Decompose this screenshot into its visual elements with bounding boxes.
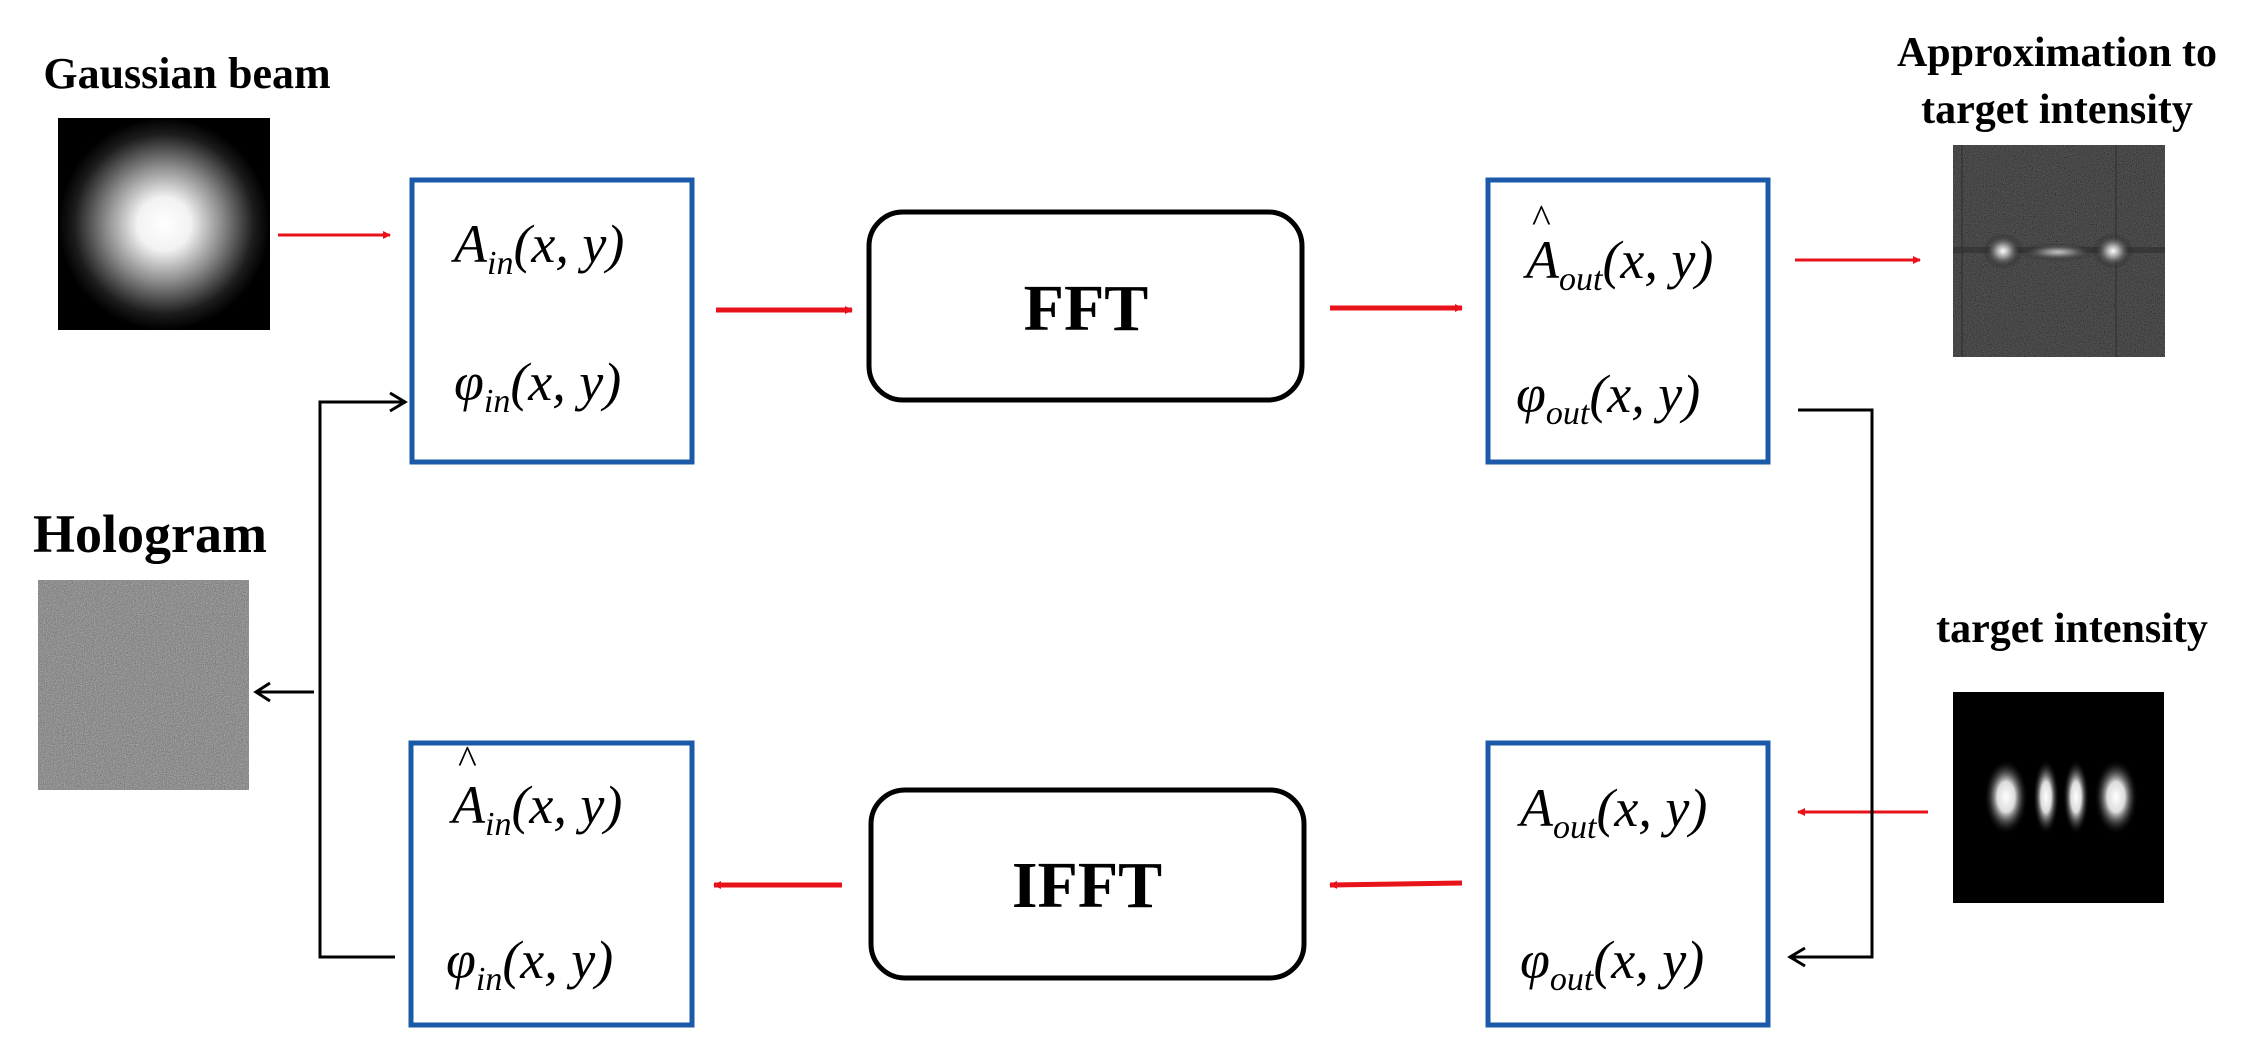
fft-box — [866, 209, 1305, 403]
approximation-image — [1953, 145, 2165, 357]
target-intensity-image — [1953, 692, 2164, 903]
hologram-image — [38, 580, 249, 790]
hat-mark: ^ — [1532, 196, 1551, 241]
phase-feedback-right — [1790, 408, 1874, 959]
a-out-hat-expression: Aout(x, y) — [1523, 230, 1713, 298]
phi-in-expression: φin(x, y) — [454, 352, 621, 420]
constraint-to-ifft-arrow — [1329, 880, 1463, 889]
phi-out-expression-lower: φout(x, y) — [1520, 930, 1704, 998]
gaussian-beam-label: Gaussian beam — [43, 49, 330, 98]
phi-in-expression-lower: φin(x, y) — [446, 930, 613, 998]
target-intensity-label: target intensity — [1936, 606, 2208, 652]
gaussian-beam-image — [58, 118, 270, 330]
output-field-box — [1485, 177, 1771, 465]
back-propagated-input-box — [408, 740, 695, 1028]
hat-mark-lower: ^ — [458, 737, 477, 782]
hologram-output-arrow-head — [253, 681, 271, 703]
ifft-box — [868, 787, 1307, 981]
input-field-box — [409, 177, 695, 465]
a-in-hat-expression: Ain(x, y) — [449, 775, 622, 843]
a-out-expression: Aout(x, y) — [1517, 778, 1707, 846]
a-in-expression: Ain(x, y) — [451, 214, 624, 282]
phase-feedback-left — [318, 400, 405, 959]
ifft-label: IFFT — [1012, 849, 1162, 922]
phase-feedback-left-head — [389, 391, 408, 413]
approximation-label-line2: target intensity — [1921, 87, 2193, 133]
phase-feedback-right-head — [1787, 946, 1806, 968]
phi-out-expression: φout(x, y) — [1516, 364, 1700, 432]
approximation-label-line1: Approximation to — [1897, 30, 2217, 76]
hologram-label: Hologram — [33, 504, 267, 564]
constrained-output-box — [1485, 740, 1771, 1028]
fft-label: FFT — [1024, 272, 1149, 345]
